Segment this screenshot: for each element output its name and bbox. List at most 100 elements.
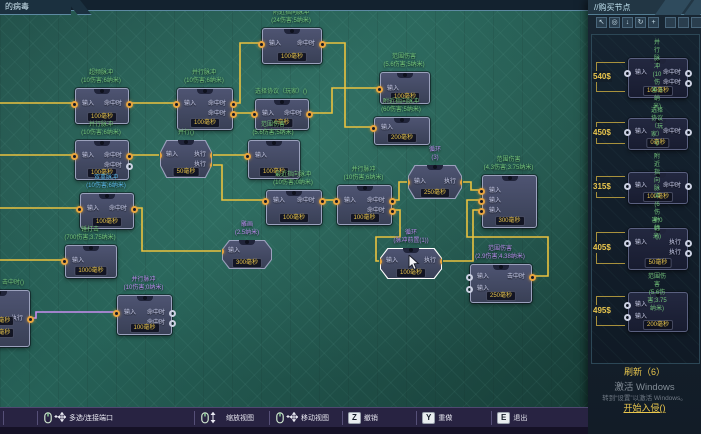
port-input-in[interactable] <box>624 70 631 77</box>
empty-slot[interactable] <box>691 17 701 28</box>
refresh-button[interactable]: 刷新（6） <box>623 367 665 377</box>
wire <box>375 209 401 262</box>
select-cursor-icon[interactable]: ↖ <box>596 17 607 28</box>
port-on-strike-out[interactable] <box>529 274 536 281</box>
port-input-in[interactable] <box>333 198 340 205</box>
port-input-in[interactable] <box>71 153 78 160</box>
port-execute-out[interactable] <box>440 258 442 265</box>
port-input-in[interactable] <box>251 111 258 118</box>
port-input-in[interactable] <box>376 86 383 93</box>
port-input-in[interactable] <box>624 129 631 136</box>
port-on-hit-out[interactable] <box>169 320 176 327</box>
port-on-hit-out[interactable] <box>319 198 326 205</box>
graph-node-on-click-trigger[interactable]: 执行0毫秒0毫秒 <box>0 290 34 347</box>
port-input-in[interactable] <box>466 274 473 281</box>
port-input-in[interactable] <box>624 183 631 190</box>
port-label: 命中时 <box>662 129 681 135</box>
port-input-in[interactable] <box>478 198 485 205</box>
port-execute-out[interactable] <box>460 179 462 186</box>
node-cooldown-label: 100毫秒 <box>389 92 421 102</box>
port-on-hit-out[interactable] <box>685 183 692 190</box>
port-input-in[interactable] <box>370 125 377 132</box>
port-input-in[interactable] <box>624 314 631 321</box>
node-cooldown-label: 100毫秒 <box>276 52 308 62</box>
port-on-hit-out[interactable] <box>685 70 692 77</box>
port-on-hit-out[interactable] <box>126 163 133 170</box>
refresh-icon[interactable]: ↻ <box>635 17 646 28</box>
port-input-in[interactable] <box>173 101 180 108</box>
port-label: 输入 <box>489 208 502 214</box>
port-input-in[interactable] <box>258 41 265 48</box>
empty-slot[interactable] <box>665 17 676 28</box>
port-label: 输入 <box>635 240 648 246</box>
port-label: 执行 <box>443 179 456 185</box>
port-on-hit-out[interactable] <box>389 198 396 205</box>
port-input-in[interactable] <box>244 153 251 160</box>
port-input-in[interactable] <box>624 302 631 309</box>
port-on-hit-out[interactable] <box>169 310 176 317</box>
port-on-hit-out[interactable] <box>131 206 138 213</box>
port-on-hit-out[interactable] <box>306 111 313 118</box>
port-input-in[interactable] <box>478 208 485 215</box>
port-input-in[interactable] <box>76 206 83 213</box>
port-on-hit-out[interactable] <box>685 80 692 87</box>
port-input-in[interactable] <box>71 101 78 108</box>
start-intrusion-button[interactable]: 开始入侵() <box>623 403 666 413</box>
node-title: 雕画 (2.5纳米) <box>234 222 260 236</box>
node-notch <box>136 296 153 301</box>
download-icon[interactable]: ↓ <box>622 17 633 28</box>
port-label: 执行 <box>193 152 206 158</box>
target-circle-icon[interactable]: ◎ <box>609 17 620 28</box>
toolbar-separator <box>269 411 270 425</box>
port-input-in[interactable] <box>466 286 473 293</box>
port-input-in[interactable] <box>113 310 120 317</box>
port-on-hit-out[interactable] <box>685 129 692 136</box>
port-input-in[interactable] <box>262 198 269 205</box>
toolbar-separator <box>342 411 343 425</box>
port-label: 输入 <box>635 302 648 308</box>
port-execute-out[interactable] <box>685 250 692 257</box>
port-on-hit-out[interactable] <box>389 208 396 215</box>
tab-virus[interactable]: 的病毒 <box>0 0 71 15</box>
port-on-hit-out[interactable] <box>126 101 133 108</box>
port-input-in[interactable] <box>478 188 485 195</box>
add-icon[interactable]: + <box>648 17 659 28</box>
port-execute-out[interactable] <box>210 152 212 159</box>
empty-slot[interactable] <box>678 17 689 28</box>
port-on-hit-out[interactable] <box>230 111 237 118</box>
port-on-hit-out[interactable] <box>126 153 133 160</box>
toolbar-separator <box>416 411 417 425</box>
port-execute-out[interactable] <box>27 316 34 323</box>
port-execute-out[interactable] <box>685 240 692 247</box>
port-input-in[interactable] <box>61 258 68 265</box>
port-on-hit-out[interactable] <box>230 101 237 108</box>
port-on-hit-out[interactable] <box>319 41 326 48</box>
port-input-in[interactable] <box>624 240 631 247</box>
